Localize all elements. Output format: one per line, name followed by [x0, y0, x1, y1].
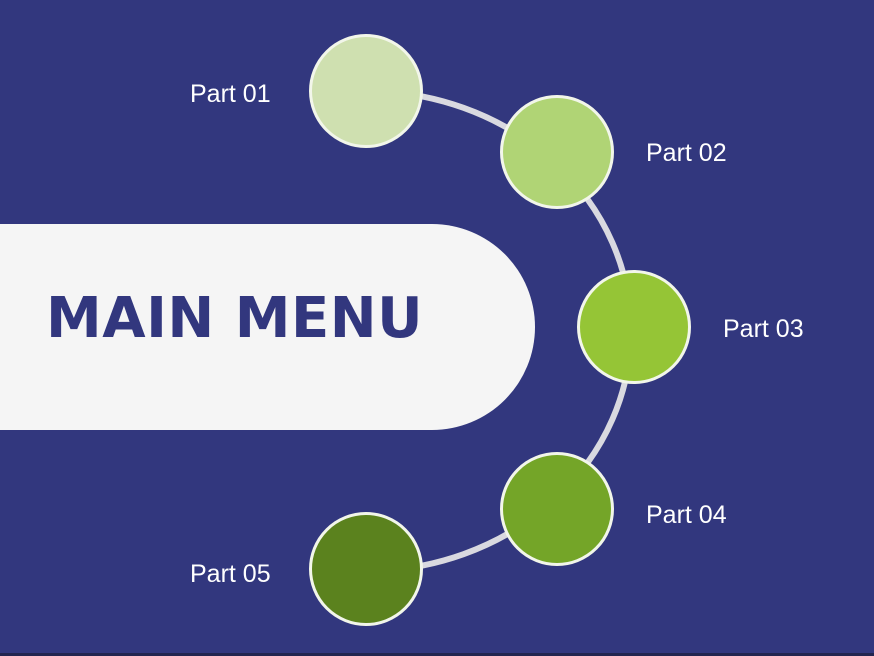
part-03-label[interactable]: Part 03 [723, 315, 804, 343]
part-01-label[interactable]: Part 01 [190, 80, 271, 108]
main-menu-title: MAIN MENU [46, 286, 424, 351]
part-03-circle[interactable] [577, 270, 691, 384]
part-04-label[interactable]: Part 04 [646, 501, 727, 529]
part-01-circle[interactable] [309, 34, 423, 148]
bottom-border [0, 653, 874, 656]
part-02-circle[interactable] [500, 95, 614, 209]
part-05-label[interactable]: Part 05 [190, 560, 271, 588]
part-02-label[interactable]: Part 02 [646, 139, 727, 167]
main-menu-banner [0, 224, 535, 430]
part-04-circle[interactable] [500, 452, 614, 566]
part-05-circle[interactable] [309, 512, 423, 626]
